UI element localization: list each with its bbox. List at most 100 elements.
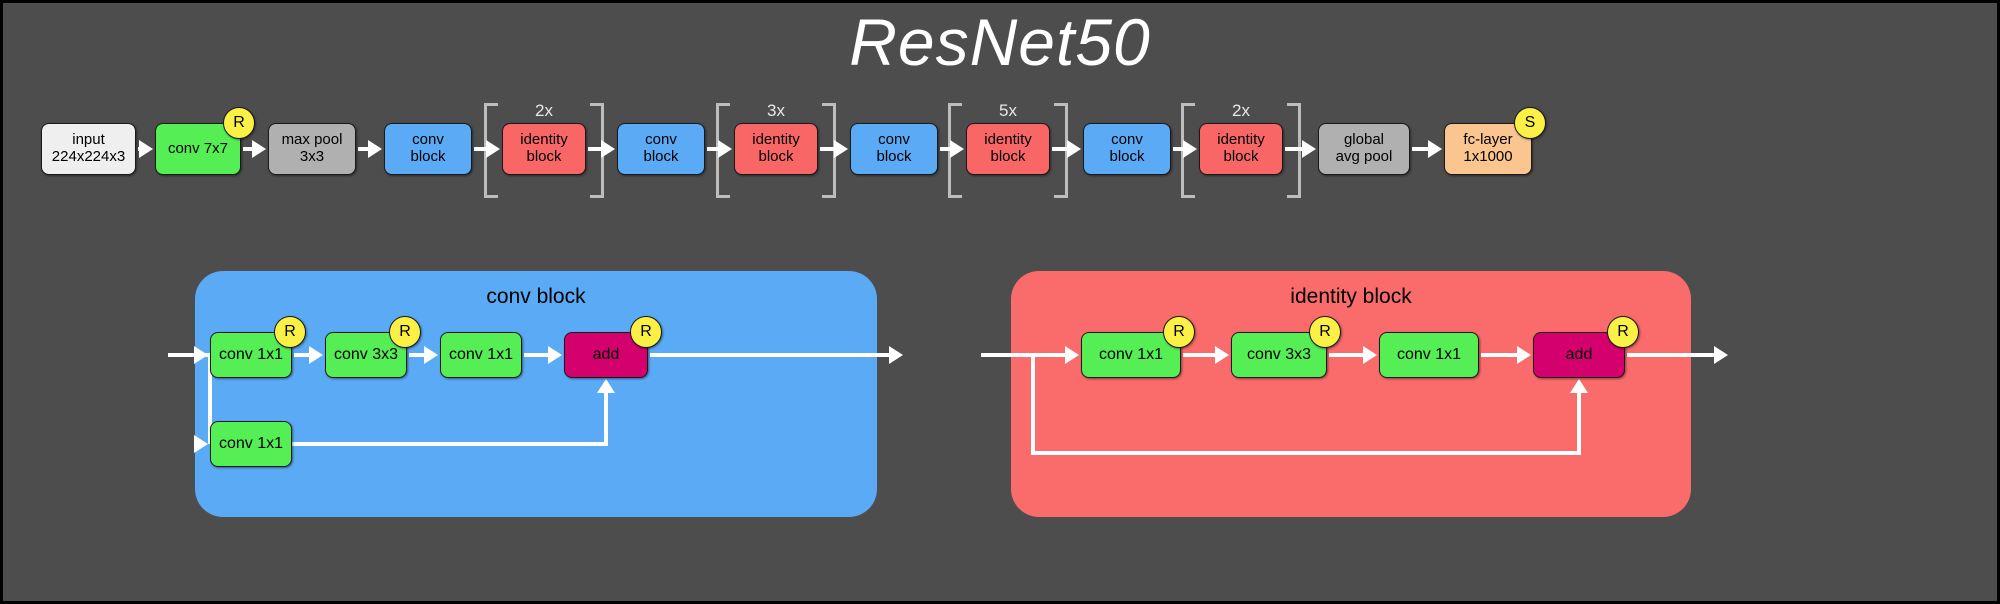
- arrow-head-icon: [368, 140, 382, 158]
- conv-block-shortcut-branch: [208, 353, 212, 444]
- arrow-head-icon: [1714, 346, 1728, 364]
- conv-block-output-arrow: [650, 353, 891, 357]
- pipeline-arrow: [1285, 147, 1304, 151]
- node-label-line1: conv 1x1: [1396, 346, 1462, 364]
- conv-block-arrow: [524, 353, 550, 357]
- relu-badge-icon: R: [389, 316, 421, 348]
- arrow-head-icon: [1302, 140, 1316, 158]
- arrow-head-icon: [139, 140, 153, 158]
- pipeline-arrow: [1052, 147, 1069, 151]
- node-label-line1: identity: [520, 131, 568, 149]
- node-label-line1: max pool: [281, 131, 343, 149]
- identity-block-node-conv-1x1[interactable]: conv 1x1: [1081, 332, 1181, 378]
- identity-block-arrow: [1183, 353, 1217, 357]
- pipeline-arrow: [474, 147, 488, 151]
- node-label-line2: 1x1000: [1463, 148, 1513, 165]
- conv-block-shortcut-node-conv-1x1[interactable]: conv 1x1: [210, 421, 292, 467]
- arrow-head-icon: [1215, 346, 1229, 364]
- arrow-head-icon: [601, 140, 615, 158]
- conv-block-arrow: [409, 353, 426, 357]
- identity-block-shortcut-branch: [1031, 353, 1035, 453]
- node-label-line1: conv 1x1: [218, 346, 284, 364]
- node-label-line1: identity: [984, 131, 1032, 149]
- arrow-head-icon: [548, 346, 562, 364]
- pipeline-arrow: [588, 147, 603, 151]
- node-label-line1: identity: [752, 131, 800, 149]
- identity-block-shortcut-line: [1031, 451, 1579, 455]
- node-label-line2: 3x3: [299, 148, 325, 165]
- node-label-line2: block: [1109, 148, 1145, 165]
- relu-badge-icon: R: [223, 107, 255, 139]
- arrow-head-icon: [424, 346, 438, 364]
- arrow-head-icon: [1363, 346, 1377, 364]
- relu-badge-icon: R: [630, 316, 662, 348]
- pipeline-arrow: [243, 147, 254, 151]
- pipeline-arrow: [940, 147, 952, 151]
- node-label-line1: conv: [1111, 131, 1143, 149]
- identity-block-title: identity block: [1290, 285, 1412, 308]
- identity-block-arrow: [1481, 353, 1519, 357]
- repeat-count-label: 2x: [535, 101, 553, 120]
- node-label-line1: conv 1x1: [218, 435, 284, 453]
- repeat-count-label: 5x: [999, 101, 1017, 120]
- repeat-count-label: 2x: [1232, 101, 1250, 120]
- arrow-head-icon: [1517, 346, 1531, 364]
- pipeline-arrow: [707, 147, 720, 151]
- arrow-head-icon: [597, 379, 615, 393]
- node-label-line2: block: [526, 148, 562, 165]
- conv-block-node-conv-1x1[interactable]: conv 1x1: [440, 332, 522, 378]
- arrow-head-icon: [252, 140, 266, 158]
- identity-block-output-arrow: [1627, 353, 1716, 357]
- conv-block-title: conv block: [486, 285, 586, 308]
- pipeline-arrow: [358, 147, 370, 151]
- arrow-head-icon: [889, 346, 903, 364]
- relu-badge-icon: R: [1309, 316, 1341, 348]
- node-label-line2: block: [876, 148, 912, 165]
- identity-block-shortcut-riser: [1577, 390, 1581, 455]
- identity-block-panel: identity block: [1011, 271, 1691, 517]
- node-label-line1: conv: [412, 131, 444, 149]
- repeat-count-label: 3x: [767, 101, 785, 120]
- pipeline-node-conv7x7[interactable]: conv 7x7: [155, 123, 241, 175]
- pipeline-arrow: [820, 147, 836, 151]
- softmax-badge-icon: S: [1514, 107, 1546, 139]
- conv-block-arrow: [294, 353, 311, 357]
- identity-block-main-entry-arrow: [1031, 353, 1067, 357]
- node-label-line2: block: [410, 148, 446, 165]
- relu-badge-icon: R: [274, 316, 306, 348]
- node-label-line1: global: [1343, 131, 1385, 149]
- conv-block-shortcut-line: [292, 442, 606, 446]
- relu-badge-icon: R: [1163, 316, 1195, 348]
- node-label-line1: conv 3x3: [1246, 346, 1312, 364]
- node-label-line1: conv 1x1: [1098, 346, 1164, 364]
- arrow-head-icon: [1428, 140, 1442, 158]
- node-label-line1: identity: [1217, 131, 1265, 149]
- pipeline-arrow: [1173, 147, 1185, 151]
- node-label-line1: conv: [878, 131, 910, 149]
- node-label-line2: avg pool: [1335, 148, 1393, 165]
- arrow-head-icon: [309, 346, 323, 364]
- node-label-line2: 224x224x3: [51, 148, 126, 165]
- node-label-line1: conv 7x7: [167, 139, 229, 157]
- pipeline-arrow: [1412, 147, 1430, 151]
- identity-block-node-conv-1x1[interactable]: conv 1x1: [1379, 332, 1479, 378]
- node-label-line2: block: [643, 148, 679, 165]
- arrow-head-icon: [1570, 379, 1588, 393]
- arrow-head-icon: [834, 140, 848, 158]
- node-label-line1: conv: [645, 131, 677, 149]
- node-label-line2: block: [1223, 148, 1259, 165]
- arrow-head-icon: [950, 140, 964, 158]
- arrow-head-icon: [194, 346, 208, 364]
